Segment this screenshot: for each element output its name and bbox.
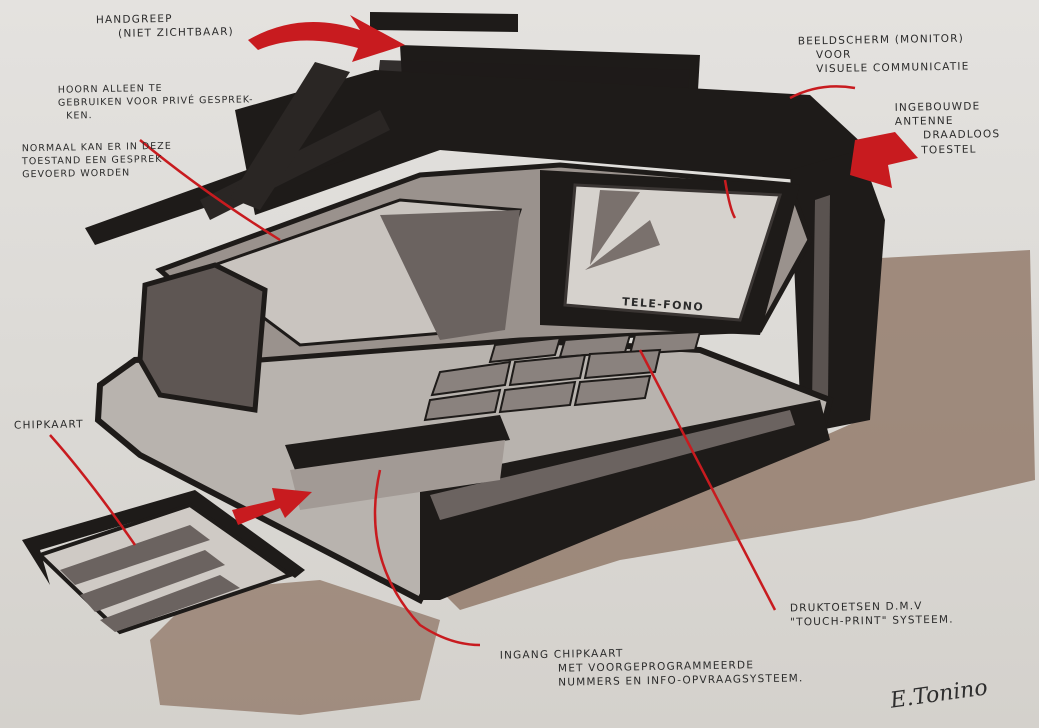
monitor-reflection	[590, 190, 640, 265]
annotation-ingang-chipkaart: INGANG CHIPKAART MET VOORGEPROGRAMMEERDE…	[500, 643, 804, 691]
annotation-chipkaart: CHIPKAART	[13, 418, 84, 432]
body-front-grey	[430, 410, 795, 520]
chipcard-tray	[22, 490, 305, 635]
floor-shadow-card	[150, 580, 440, 715]
right-pillar-highlight	[812, 195, 830, 405]
annotation-handgreep: HANDGREEP (NIET ZICHTBAAR)	[96, 11, 234, 42]
annotation-line: TOESTEL	[921, 143, 977, 156]
chipcard-slot	[285, 415, 510, 470]
annotation-line: TOESTAND EEN GESPREK	[21, 153, 163, 168]
body-front-dark	[420, 400, 830, 600]
red-arrow-chipcard	[232, 488, 312, 525]
red-arrow-top	[248, 15, 405, 62]
cradle-dark	[380, 210, 520, 340]
leader-lines	[49, 85, 856, 647]
annotation-line: "TOUCH-PRINT" SYSTEEM.	[790, 613, 954, 629]
red-arrow-antenna	[850, 132, 918, 188]
annotation-beeldscherm: BEELDSCHERM (MONITOR) VOOR VISUELE COMMU…	[798, 32, 970, 77]
annotation-hoorn: HOORN ALLEEN TE GEBRUIKEN VOOR PRIVÉ GES…	[58, 81, 254, 123]
base-slot-panel	[290, 440, 505, 510]
annotation-line: GEVOERD WORDEN	[22, 167, 131, 180]
annotation-normaal: NORMAAL KAN ER IN DEZE TOESTAND EEN GESP…	[22, 141, 173, 182]
monitor-reflection-2	[585, 220, 660, 270]
floor-shadow-main	[440, 250, 1035, 610]
keypad	[423, 330, 702, 422]
annotation-line: DRAADLOOS	[923, 128, 1001, 142]
annotation-line: (NIET ZICHTBAAR)	[118, 25, 235, 40]
earpiece-block	[137, 262, 268, 413]
annotation-line: VISUELE COMMUNICATIE	[816, 60, 970, 76]
annotation-antenne: INGEBOUWDE ANTENNE DRAADLOOS TOESTEL	[895, 99, 1001, 158]
annotation-druktoetsen: DRUKTOETSEN D.M.V "TOUCH-PRINT" SYSTEEM.	[790, 599, 954, 630]
handset	[85, 62, 880, 245]
